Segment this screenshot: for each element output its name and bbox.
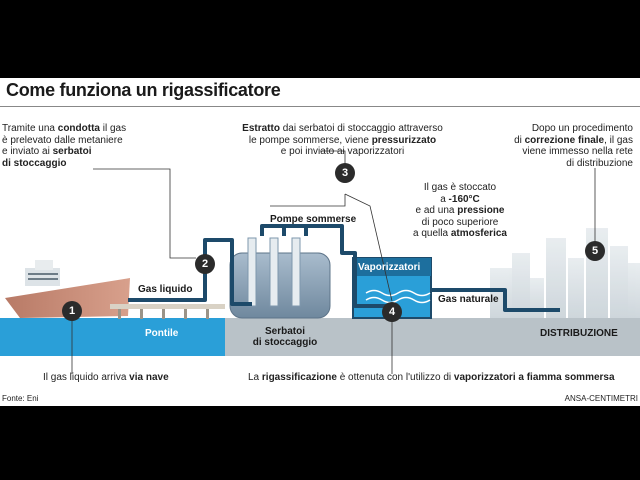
city-skyline <box>490 228 640 318</box>
label-pontile: Pontile <box>145 328 179 339</box>
page-title: Come funziona un rigassificatore <box>6 80 281 100</box>
ground-strip <box>225 318 640 356</box>
process-illustration <box>0 150 640 374</box>
lng-ship <box>5 260 130 318</box>
step-badge-5: 5 <box>585 241 605 261</box>
title-divider <box>0 106 640 107</box>
label-distribuzione: DISTRIBUZIONE <box>540 328 618 339</box>
caption-rigassificazione: La rigassificazione è ottenuta con l'uti… <box>248 372 615 383</box>
note-pompe: Estratto dai serbatoi di stoccaggio attr… <box>242 123 443 157</box>
agency-credit: ANSA-CENTIMETRI <box>564 394 638 403</box>
label-serbatoi: Serbatoi di stoccaggio <box>252 326 318 348</box>
step-badge-4: 4 <box>382 302 402 322</box>
pier-deck <box>110 304 225 319</box>
step-badge-1: 1 <box>62 301 82 321</box>
note-stoccaggio: Il gas è stoccato a -160°C e ad una pres… <box>413 182 507 239</box>
infographic: Come funziona un rigassificatore <box>0 78 640 406</box>
caption-via-nave: Il gas liquido arriva via nave <box>43 372 169 383</box>
label-gas-naturale: Gas naturale <box>438 294 499 305</box>
note-condotta: Tramite una condotta il gas è prelevato … <box>2 123 127 169</box>
label-vaporizzatori: Vaporizzatori <box>358 262 421 273</box>
pipeline <box>128 224 560 312</box>
source-credit: Fonte: Eni <box>2 394 39 403</box>
leader-lines <box>71 150 596 374</box>
step-badge-3: 3 <box>335 163 355 183</box>
pier-water <box>0 318 225 356</box>
label-pompe-sommerse: Pompe sommerse <box>270 214 357 225</box>
note-distribuzione: Dopo un procedimento di correzione final… <box>514 123 633 169</box>
label-gas-liquido: Gas liquido <box>138 284 193 295</box>
storage-tank <box>229 237 331 319</box>
step-badge-2: 2 <box>195 254 215 274</box>
